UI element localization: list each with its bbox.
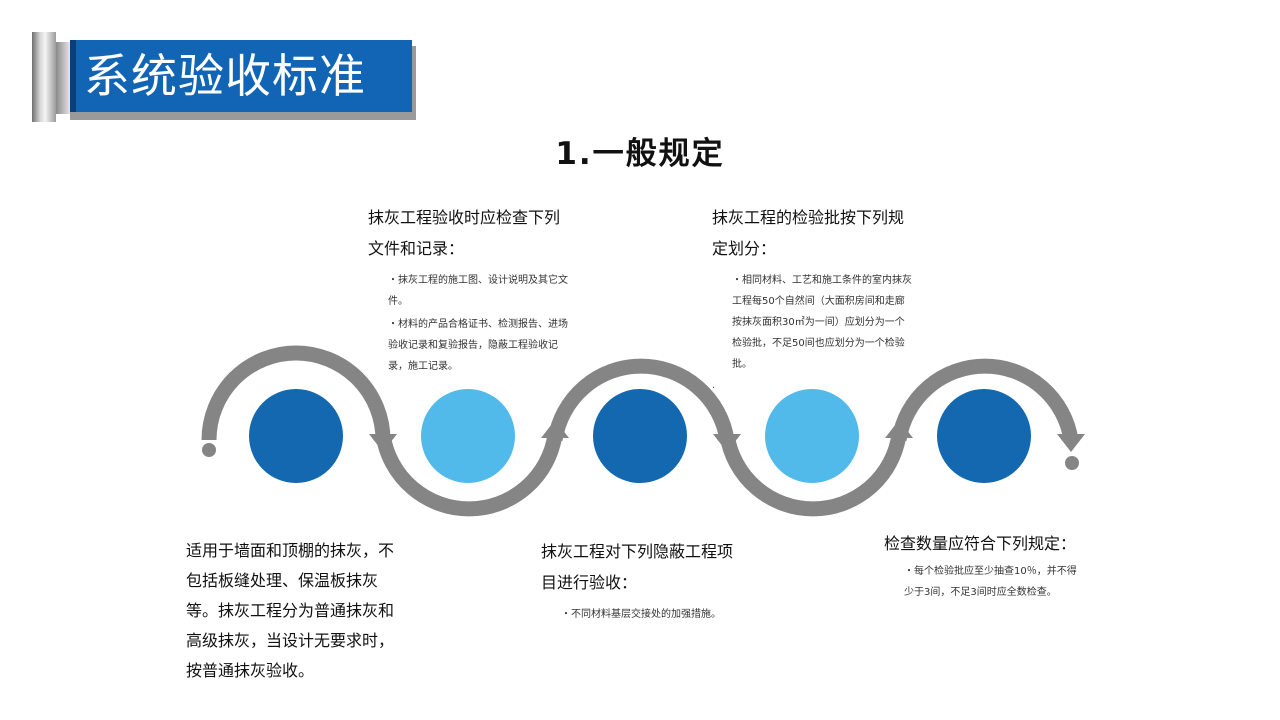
documents-bullets: ・抹灰工程的施工图、设计说明及其它文件。 ・材料的产品合格证书、检测报告、进场验… <box>368 270 568 377</box>
flow-arc-1 <box>201 345 391 441</box>
flow-arc-2 <box>375 433 563 517</box>
scope-text: 适用于墙面和顶棚的抹灰，不包括板缝处理、保温板抹灰等。抹灰工程分为普通抹灰和高级… <box>186 541 395 680</box>
title-banner: 系统验收标准 <box>30 32 420 124</box>
inspection-lot-trailing: . <box>712 380 716 391</box>
text-block-scope: 适用于墙面和顶棚的抹灰，不包括板缝处理、保温板抹灰等。抹灰工程分为普通抹灰和高级… <box>186 536 408 686</box>
text-block-documents: 抹灰工程验收时应检查下列文件和记录： ・抹灰工程的施工图、设计说明及其它文件。 … <box>368 202 568 377</box>
inspection-lot-bullet-1: ・相同材料、工艺和施工条件的室内抹灰工程每50个自然间（大面积房间和走廊按抹灰面… <box>732 275 912 370</box>
title-box: 系统验收标准 <box>70 40 412 112</box>
step-circle-2 <box>421 389 515 483</box>
step-circle-4 <box>765 389 859 483</box>
inspection-lot-bullets: ・相同材料、工艺和施工条件的室内抹灰工程每50个自然间（大面积房间和走廊按抹灰面… <box>712 270 914 396</box>
flow-arrow-5 <box>1057 434 1085 452</box>
flow-arrow-4 <box>885 420 913 438</box>
section-subtitle: 1.一般规定 <box>555 136 725 172</box>
flow-start-dot <box>202 443 216 457</box>
concealed-works-bullet-1: ・不同材料基层交接处的加强措施。 <box>561 609 721 620</box>
documents-heading: 抹灰工程验收时应检查下列文件和记录： <box>368 208 561 258</box>
concealed-works-heading: 抹灰工程对下列隐蔽工程项目进行验收： <box>541 542 734 592</box>
sample-quantity-heading: 检查数量应符合下列规定： <box>884 534 1077 553</box>
flow-end-dot <box>1065 456 1079 470</box>
text-block-sample-quantity: 检查数量应符合下列规定： ・每个检验批应至少抽查10％，并不得少于3间，不足3间… <box>884 528 1084 603</box>
text-block-concealed-works: 抹灰工程对下列隐蔽工程项目进行验收： ・不同材料基层交接处的加强措施。 <box>541 536 741 625</box>
flow-arrow-2 <box>541 420 569 438</box>
inspection-lot-heading: 抹灰工程的检验批按下列规定划分： <box>712 208 905 258</box>
step-circle-3 <box>593 389 687 483</box>
documents-bullet-1: ・抹灰工程的施工图、设计说明及其它文件。 <box>388 275 568 307</box>
step-circle-5 <box>937 389 1031 483</box>
step-circle-1 <box>249 389 343 483</box>
flow-arc-5 <box>891 358 1079 442</box>
sample-quantity-bullets: ・每个检验批应至少抽查10％，并不得少于3间，不足3间时应全数检查。 <box>884 561 1084 603</box>
flow-arc-3 <box>547 358 735 442</box>
title-scroll-roll <box>32 32 56 122</box>
sample-quantity-bullet-1: ・每个检验批应至少抽查10％，并不得少于3间，不足3间时应全数检查。 <box>904 566 1077 598</box>
text-block-inspection-lot: 抹灰工程的检验批按下列规定划分： ・相同材料、工艺和施工条件的室内抹灰工程每50… <box>712 202 914 396</box>
page-title: 系统验收标准 <box>84 49 366 103</box>
documents-bullet-2: ・材料的产品合格证书、检测报告、进场验收记录和复验报告，隐蔽工程验收记录，施工记… <box>388 319 568 372</box>
flow-arrow-3 <box>713 434 741 452</box>
flow-arc-4 <box>719 433 907 517</box>
flow-arrow-1 <box>369 434 397 452</box>
concealed-works-bullets: ・不同材料基层交接处的加强措施。 <box>541 604 741 625</box>
